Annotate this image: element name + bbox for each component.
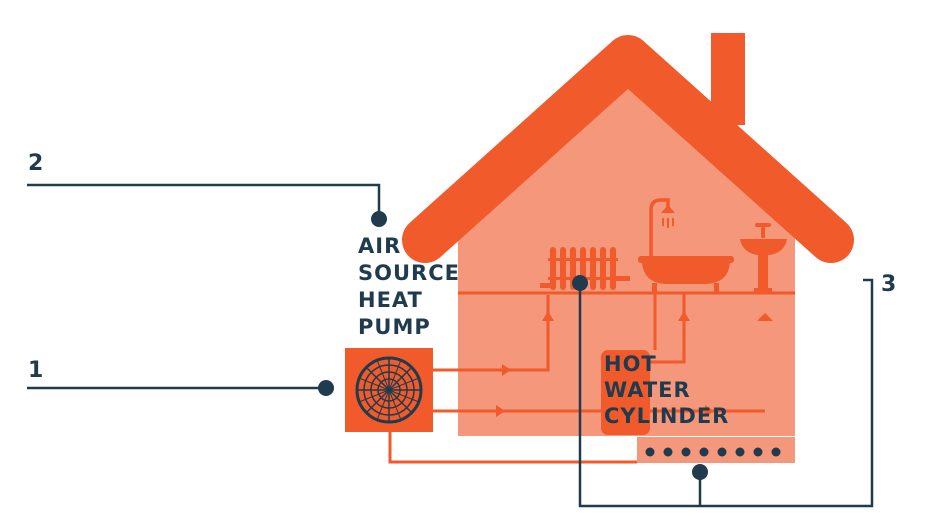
bathtub-shower-icon (638, 198, 734, 292)
underfloor-heating (637, 437, 795, 463)
callout-number-2: 2 (28, 151, 45, 176)
callout-dot-3a (572, 275, 588, 291)
heat-pump-label-line-2: SOURCE (358, 261, 460, 285)
heat-pump-label-line-3: HEAT (358, 288, 423, 312)
heat-pump-unit (345, 348, 433, 432)
cylinder-label-line-2: WATER (604, 378, 691, 402)
pipe-arrows (496, 311, 773, 417)
callout-dot-1 (318, 380, 334, 396)
roof (402, 35, 854, 263)
cylinder-label-line-1: HOT (604, 352, 657, 376)
callout-number-3: 3 (881, 272, 898, 297)
heat-pump-label-line-4: PUMP (358, 315, 431, 339)
heat-pump-label-line-1: AIR (358, 234, 402, 258)
underfloor-dots (645, 447, 781, 457)
cylinder-label-line-3: CYLINDER (604, 404, 730, 428)
callout-dot-2 (371, 211, 387, 227)
callout-dots (318, 211, 708, 480)
fan-icon (355, 356, 423, 424)
callout-line-3 (578, 278, 874, 508)
callout-number-1: 1 (28, 358, 45, 383)
callout-dot-3b (692, 464, 708, 480)
hot-water-cylinder (601, 350, 650, 435)
callout-line-2 (27, 183, 381, 218)
sink-icon (740, 223, 787, 293)
callout-lines (27, 183, 874, 508)
